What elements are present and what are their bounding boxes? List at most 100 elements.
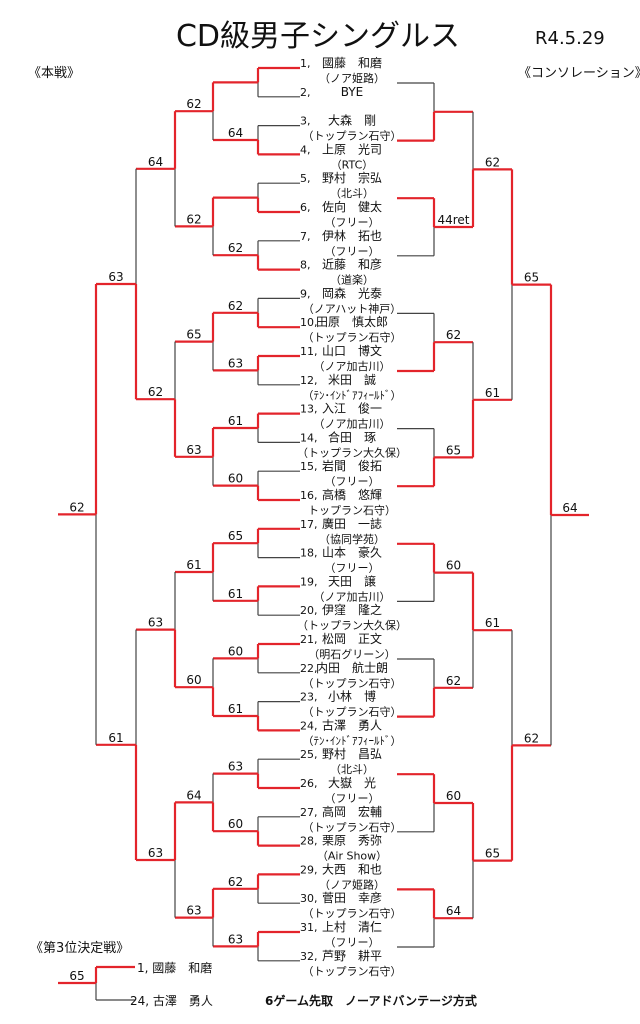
player-seed: 23,: [300, 691, 318, 704]
player-name: 國藤 和磨: [322, 56, 382, 70]
player-name: 上村 清仁: [322, 920, 382, 934]
player-seed: 15,: [300, 460, 318, 473]
player-seed: 30,: [300, 892, 318, 905]
consolation-match-score: 65: [485, 847, 500, 861]
main-match-score: 65: [228, 529, 243, 543]
player-club: （トップラン石守）: [303, 906, 402, 920]
player-name: 内田 航士朗: [316, 660, 388, 675]
player-club: （明石グリーン）: [308, 647, 395, 661]
player-club: （ﾃﾝ･ｲﾝﾄﾞｱﾌｨｰﾙﾄﾞ）: [303, 389, 402, 402]
player-name: 合田 琢: [328, 429, 376, 444]
player-club: （トップラン石守）: [303, 676, 402, 690]
player-seed: 7,: [300, 230, 311, 243]
player-club: （トップラン石守）: [303, 820, 402, 834]
player-name: 松岡 正文: [322, 631, 382, 646]
player-seed: 3,: [300, 115, 311, 128]
main-match-score: 62: [148, 385, 163, 399]
player-seed: 20,: [300, 604, 318, 617]
player-club: （ノア加古川）: [314, 418, 391, 431]
player-name: 芦野 耕平: [322, 948, 382, 963]
player-seed: 5,: [300, 172, 311, 185]
main-match-score: 61: [108, 731, 123, 745]
event-date: R4.5.29: [535, 28, 605, 49]
consolation-label: 《コンソレーション》: [518, 66, 640, 81]
third-place-label: 《第3位決定戦》: [30, 941, 129, 956]
main-match-score: 65: [186, 328, 201, 342]
player-club: （トップラン大久保）: [297, 445, 407, 459]
player-name: 大嶽 光: [328, 776, 376, 790]
main-match-score: 64: [148, 155, 163, 169]
player-name: 古澤 勇人: [322, 717, 382, 732]
consolation-match-score: 44ret: [437, 213, 469, 227]
player-name: 岡森 光泰: [322, 285, 382, 300]
player-seed: 2,: [300, 86, 311, 99]
main-match-score: 61: [228, 702, 243, 716]
player-club: （フリー）: [325, 562, 380, 575]
player-name: 小林 博: [328, 689, 376, 704]
player-club: トップラン石守）: [308, 503, 396, 517]
player-seed: 29,: [300, 863, 318, 876]
third-place-player: 24, 古澤 勇人: [130, 993, 213, 1008]
player-club: （フリー）: [325, 245, 380, 258]
main-match-score: 63: [186, 443, 201, 457]
player-seed: 26,: [300, 777, 318, 790]
player-seed: 1,: [300, 57, 311, 70]
consolation-match-score: 62: [524, 731, 539, 745]
player-club: （トップラン石守）: [303, 330, 402, 344]
player-seed: 22,: [300, 662, 318, 675]
consolation-match-score: 60: [446, 789, 461, 803]
player-name: 廣田 一誌: [322, 516, 382, 531]
player-club: （フリー）: [325, 936, 380, 949]
main-match-score: 64: [186, 788, 201, 802]
main-match-score: 61: [228, 587, 243, 601]
player-name: 菅田 幸彦: [322, 890, 382, 905]
player-seed: 28,: [300, 835, 318, 848]
player-club: （ノア姫路）: [319, 877, 385, 891]
player-club: （フリー）: [325, 475, 380, 488]
main-match-score: 61: [186, 558, 201, 572]
consolation-match-score: 60: [446, 559, 461, 573]
player-name: 田原 慎太郎: [316, 314, 388, 329]
consolation-match-score: 65: [524, 271, 539, 285]
main-match-score: 61: [228, 414, 243, 428]
player-seed: 11,: [300, 345, 318, 358]
player-club: （ノア加古川）: [314, 590, 391, 603]
player-name: 伊窪 隆之: [322, 602, 382, 617]
main-match-score: 64: [228, 126, 243, 140]
player-seed: 31,: [300, 921, 318, 934]
player-seed: 24,: [300, 719, 318, 732]
player-club: （フリー）: [325, 792, 380, 805]
player-seed: 25,: [300, 748, 318, 761]
main-match-score: 62: [186, 97, 201, 111]
player-name: 伊林 拓也: [322, 229, 382, 243]
main-match-score: 63: [108, 270, 123, 284]
player-name: 入江 俊一: [322, 401, 382, 416]
consolation-match-score: 64: [446, 904, 461, 918]
main-match-score: 60: [186, 673, 201, 687]
consolation-match-score: 62: [446, 328, 461, 342]
player-name: 野村 昌弘: [322, 747, 382, 761]
main-match-score: 62: [228, 299, 243, 313]
player-name: 山本 豪久: [322, 545, 382, 560]
player-club: （トップラン石守）: [303, 705, 402, 719]
match-rule-footer: 6ゲーム先取 ノーアドバンテージ方式: [265, 993, 477, 1008]
player-club: （協同学苑）: [319, 532, 385, 546]
main-match-score: 63: [228, 760, 243, 774]
player-seed: 14,: [300, 431, 318, 444]
player-club: （トップラン石守）: [303, 964, 402, 978]
player-seed: 8,: [300, 259, 311, 272]
player-seed: 6,: [300, 201, 311, 214]
main-match-score: 62: [186, 212, 201, 226]
player-name: 山口 博文: [322, 343, 382, 358]
player-club: （ノアハット神戸）: [303, 301, 402, 315]
main-match-score: 62: [228, 241, 243, 255]
player-name: 佐向 健太: [322, 199, 382, 214]
consolation-match-score: 62: [446, 674, 461, 688]
main-match-score: 62: [69, 500, 84, 514]
player-club: （ノア加古川）: [314, 360, 391, 373]
player-club: （北斗）: [330, 763, 374, 776]
page-title: CD級男子シングルス: [176, 19, 460, 54]
consolation-match-score: 64: [562, 501, 577, 515]
